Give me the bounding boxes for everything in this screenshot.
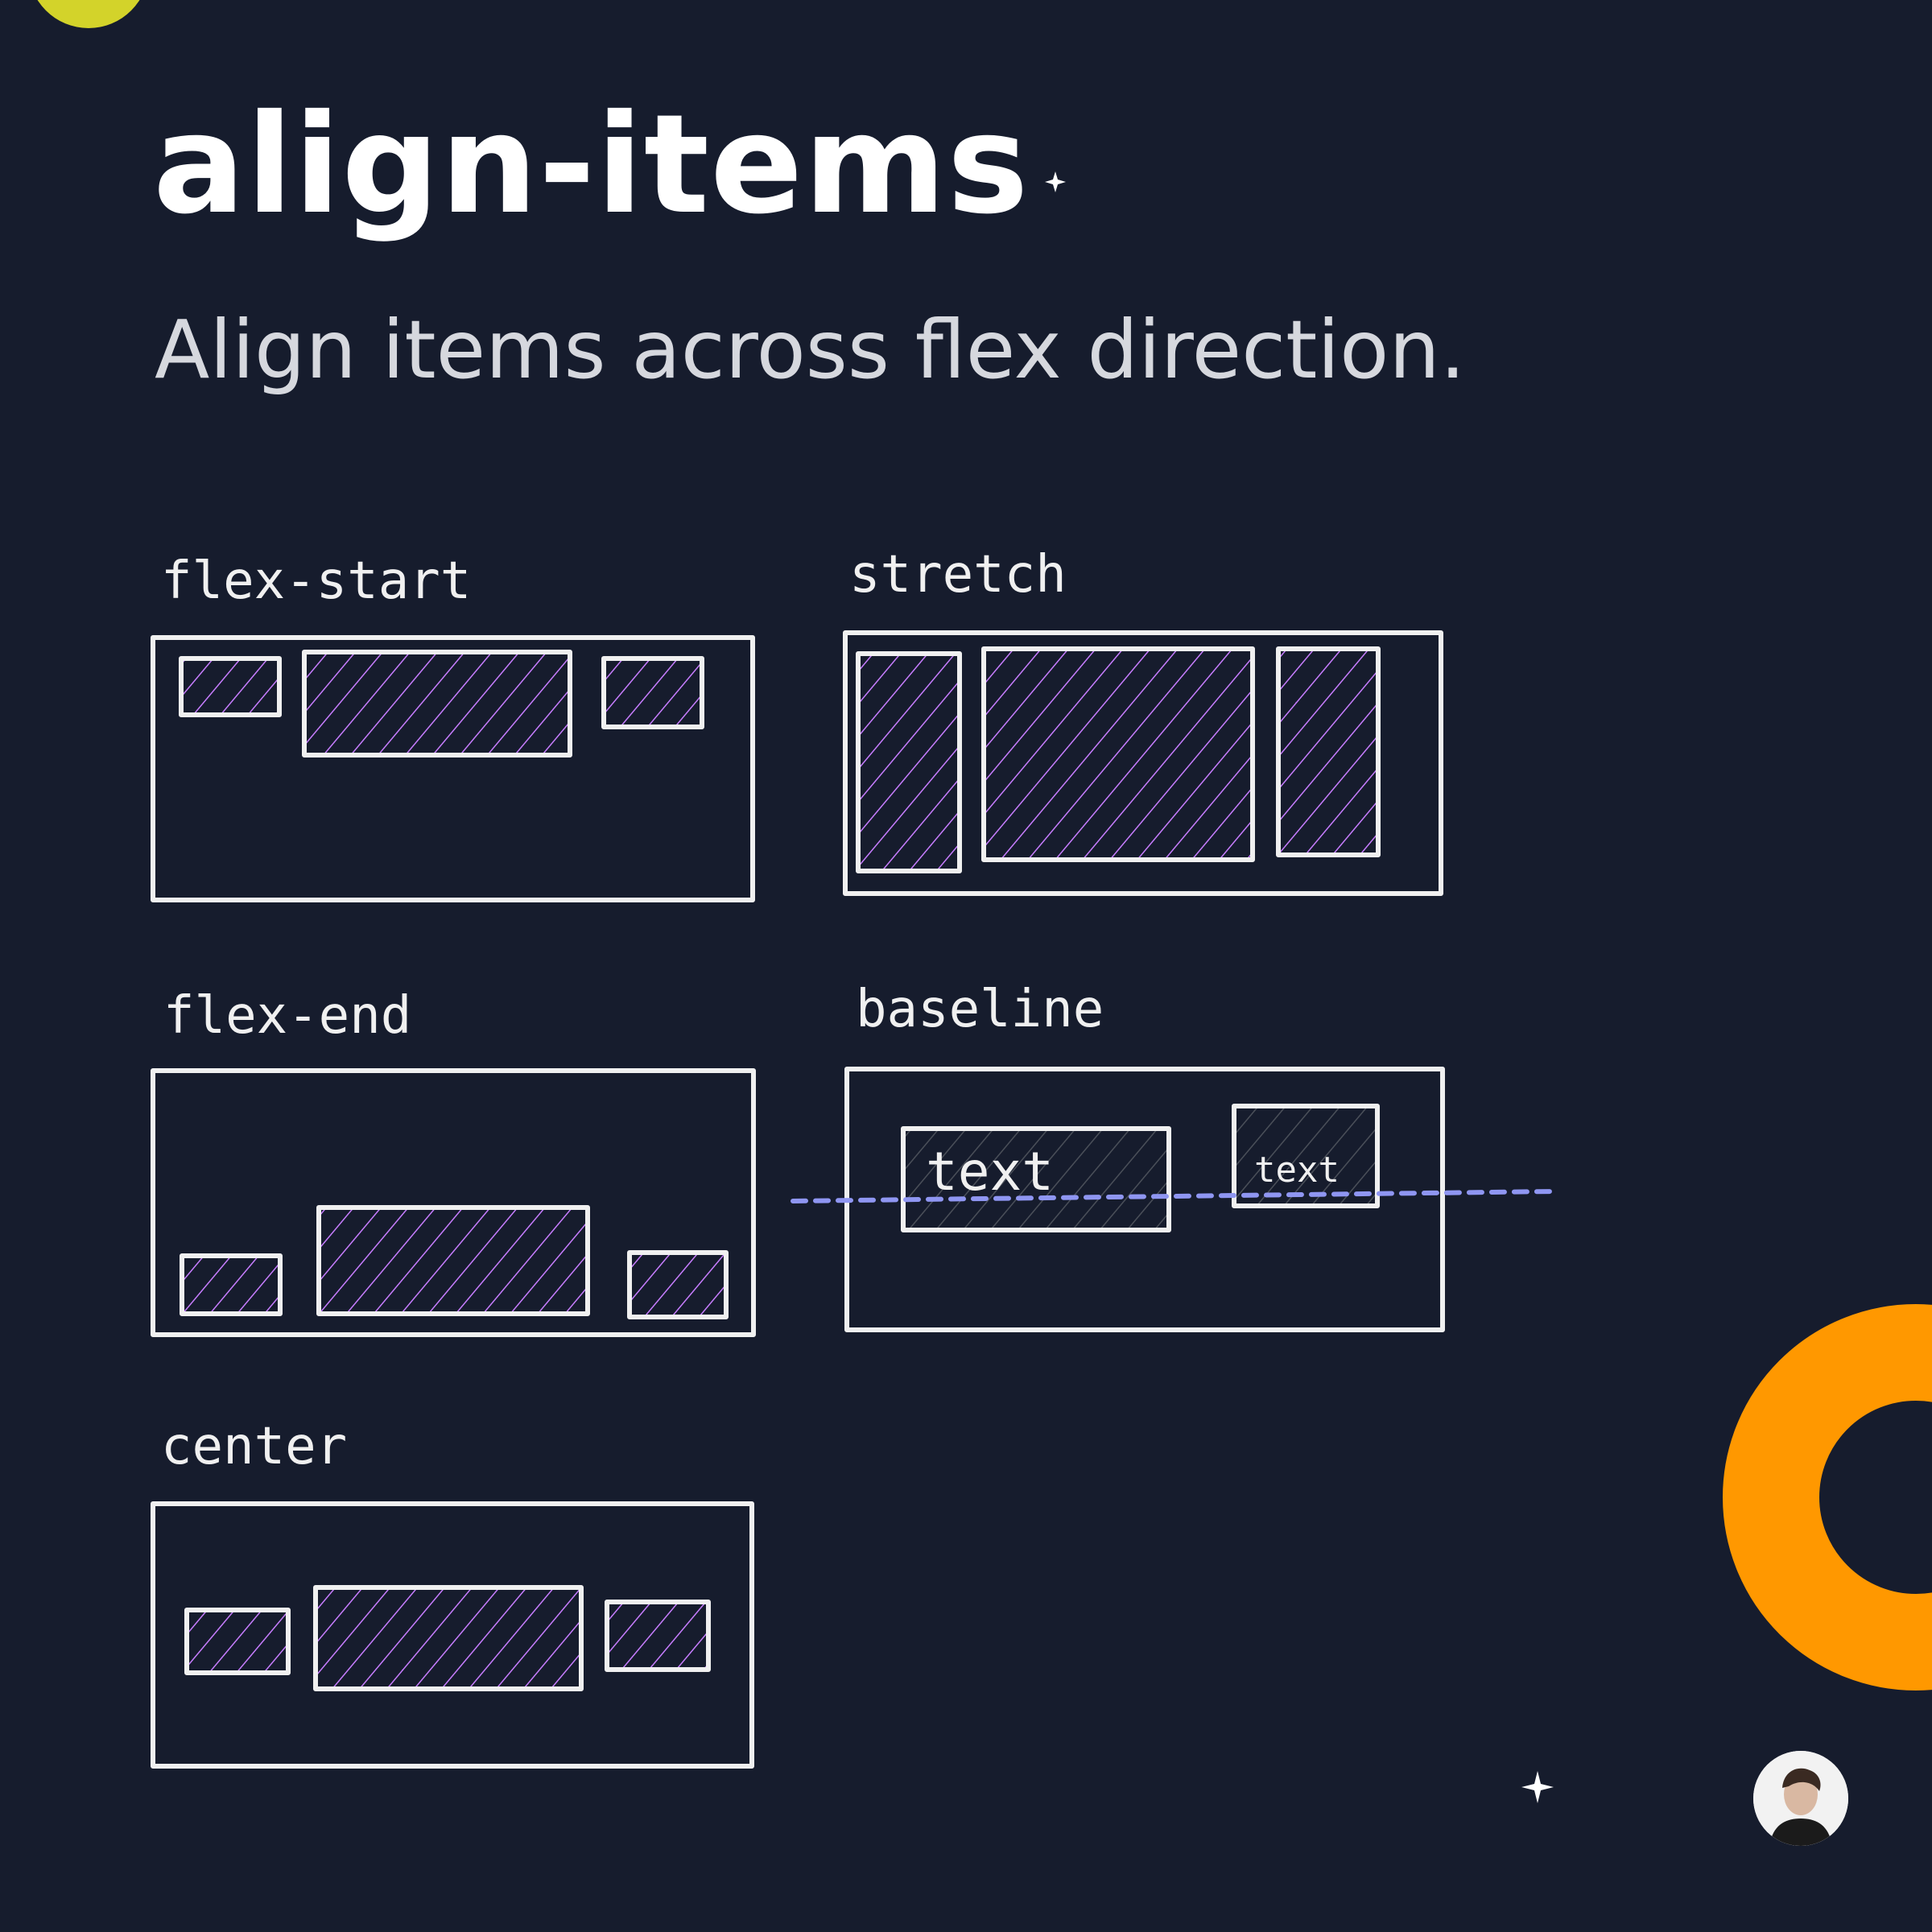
container-stretch <box>843 630 1443 896</box>
item-text-large <box>901 1126 1171 1232</box>
sparkle-icon <box>1045 171 1066 192</box>
item-small-2 <box>1276 646 1381 857</box>
item-small-1 <box>184 1608 291 1675</box>
label-stretch: stretch <box>849 545 1067 605</box>
item-large <box>313 1585 584 1691</box>
orange-ring-decoration <box>1723 1304 1932 1690</box>
container-flex-start <box>151 635 755 902</box>
container-center <box>151 1501 754 1769</box>
item-small-2 <box>601 656 704 729</box>
item-large <box>981 646 1255 862</box>
item-large <box>302 650 572 758</box>
label-flex-end: flex-end <box>163 986 412 1046</box>
page-title: align-items <box>153 85 1030 245</box>
label-baseline: baseline <box>856 980 1104 1039</box>
item-small-2 <box>605 1600 711 1672</box>
container-flex-end <box>151 1068 756 1337</box>
sparkle-icon <box>1521 1771 1554 1803</box>
yellow-arc-decoration <box>37 0 140 28</box>
item-small-2 <box>627 1250 729 1319</box>
author-avatar <box>1753 1751 1848 1846</box>
label-center: center <box>161 1417 348 1476</box>
item-small-1 <box>180 1253 283 1316</box>
label-flex-start: flex-start <box>161 551 472 611</box>
page-subtitle: Align items across flex direction. <box>155 303 1466 397</box>
item-large <box>316 1205 590 1316</box>
baseline-guide-line <box>791 1189 1556 1203</box>
item-small-1 <box>856 651 962 873</box>
baseline-text-small: text <box>1254 1150 1340 1191</box>
item-small-1 <box>179 656 282 717</box>
item-text-small <box>1232 1104 1380 1208</box>
baseline-text-large: text <box>926 1141 1054 1203</box>
